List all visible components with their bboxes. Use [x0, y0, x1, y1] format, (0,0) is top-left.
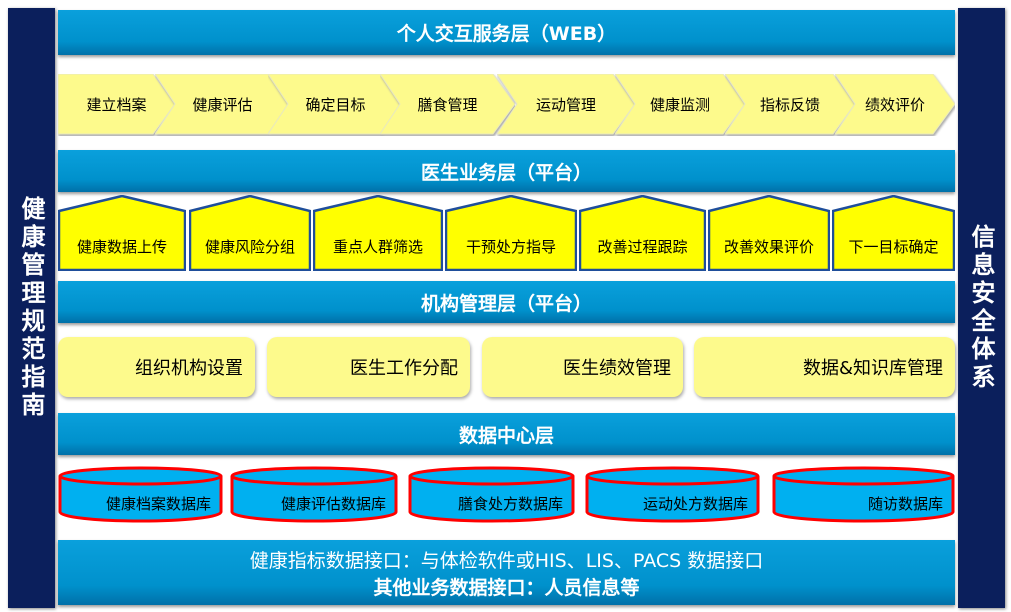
label: 绩效评价	[864, 95, 925, 114]
label: 改善过程跟踪	[597, 237, 688, 256]
doctor-step-house: 健康数据上传	[58, 195, 186, 271]
label: 指标反馈	[759, 95, 820, 114]
web-step-chevron: 确定目标	[268, 74, 403, 135]
doctor-step-house: 改善过程跟踪	[579, 195, 706, 271]
label: 运动处方数据库	[642, 494, 748, 513]
label: 下一目标确定	[848, 237, 939, 256]
web-step-chevron: 指标反馈	[725, 74, 855, 135]
web-step-chevron: 绩效评价	[835, 74, 955, 135]
label: 改善效果评价	[723, 237, 814, 256]
label: 健康档案数据库	[105, 494, 211, 513]
interface-line-2: 其他业务数据接口：人员信息等	[373, 576, 640, 599]
web-step-chevron: 膳食管理	[380, 74, 515, 135]
label: 膳食管理	[417, 95, 478, 114]
doctor-step-house: 健康风险分组	[189, 195, 311, 271]
doctor-step-house: 下一目标确定	[832, 195, 955, 271]
layer-web-header: 个人交互服务层（WEB）	[58, 10, 955, 55]
web-step-chevron: 健康监测	[615, 74, 745, 135]
label: 健康评估数据库	[280, 494, 386, 513]
label: 健康数据上传	[76, 237, 167, 256]
label: 重点人群筛选	[332, 237, 423, 256]
right-sidebar-security: 信息安全体系	[958, 8, 1005, 608]
label: 随访数据库	[867, 494, 943, 513]
label: 健康评估	[192, 95, 253, 114]
layer-doctor-header: 医生业务层（平台）	[58, 150, 955, 192]
web-step-chevron: 运动管理	[497, 74, 635, 135]
label: 建立档案	[86, 95, 147, 114]
org-item-box: 数据&知识库管理	[694, 337, 955, 397]
database-cylinder: 健康档案数据库	[58, 466, 223, 524]
label: 确定目标	[305, 95, 366, 114]
layer-org-header: 机构管理层（平台）	[58, 281, 955, 323]
database-cylinder: 膳食处方数据库	[408, 466, 575, 524]
label: 健康监测	[649, 95, 710, 114]
interface-line-1: 健康指标数据接口：与体检软件或HIS、LIS、PACS 数据接口	[249, 549, 764, 572]
label: 运动管理	[535, 95, 596, 114]
org-item-box: 组织机构设置	[58, 337, 255, 397]
interface-bar: 健康指标数据接口：与体检软件或HIS、LIS、PACS 数据接口 其他业务数据接…	[58, 540, 955, 605]
org-item-box: 医生绩效管理	[482, 337, 683, 397]
label: 健康风险分组	[204, 237, 295, 256]
doctor-step-house: 干预处方指导	[445, 195, 577, 271]
web-step-chevron: 建立档案	[58, 74, 175, 135]
database-cylinder: 运动处方数据库	[585, 466, 760, 524]
database-cylinder: 健康评估数据库	[230, 466, 398, 524]
label: 膳食处方数据库	[457, 494, 563, 513]
database-cylinder: 随访数据库	[772, 466, 955, 524]
layer-data-header: 数据中心层	[58, 413, 955, 455]
doctor-step-house: 重点人群筛选	[313, 195, 443, 271]
label: 干预处方指导	[465, 237, 556, 256]
doctor-step-house: 改善效果评价	[708, 195, 830, 271]
left-sidebar-guideline: 健康管理规范指南	[8, 8, 55, 608]
org-item-box: 医生工作分配	[267, 337, 470, 397]
